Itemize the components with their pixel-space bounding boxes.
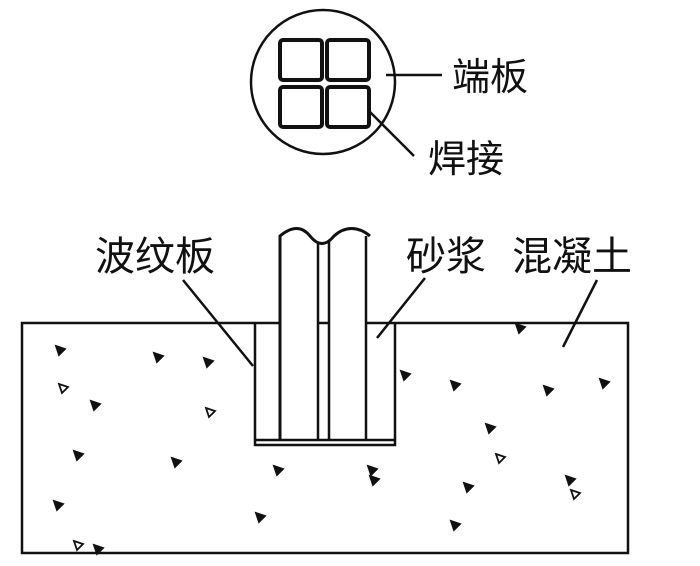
aggregate-mark	[152, 351, 165, 364]
tube-section	[325, 38, 371, 82]
mortar-leader	[376, 277, 426, 339]
aggregate-mark	[399, 369, 412, 382]
mortar-label: 砂浆	[406, 234, 486, 280]
aggregate-mark	[54, 344, 67, 357]
aggregate-mark	[494, 452, 507, 465]
concrete-label: 混凝土	[512, 234, 632, 280]
corrugated-plate-label: 波纹板	[95, 234, 215, 280]
aggregate-mark	[72, 449, 85, 462]
aggregate-mark	[542, 384, 555, 397]
aggregate-mark	[462, 481, 475, 494]
detail-circle	[249, 8, 397, 156]
aggregate-mark	[204, 406, 217, 419]
welding-label: 焊接	[428, 137, 504, 181]
end-plate-label: 端板	[452, 55, 528, 99]
aggregate-mark	[72, 539, 85, 552]
aggregate-mark	[170, 456, 183, 469]
aggregate-marks	[52, 322, 611, 556]
aggregate-mark	[449, 519, 462, 532]
aggregate-mark	[202, 356, 215, 369]
aggregate-mark	[92, 543, 105, 556]
concrete-block	[20, 227, 630, 555]
tube-section	[278, 38, 324, 82]
welding-leader	[369, 111, 415, 157]
aggregate-mark	[449, 379, 462, 392]
aggregate-mark	[564, 474, 577, 487]
aggregate-mark	[89, 399, 102, 412]
concrete-leader	[561, 279, 599, 348]
aggregate-mark	[254, 511, 267, 524]
aggregate-mark	[52, 499, 65, 512]
aggregate-mark	[57, 382, 70, 395]
section-detail	[249, 8, 442, 157]
aggregate-mark	[272, 464, 285, 477]
tube-wavy-break	[278, 227, 371, 440]
aggregate-mark	[598, 377, 611, 390]
aggregate-mark	[484, 422, 497, 435]
aggregate-mark	[366, 464, 379, 477]
concrete-outline	[20, 321, 630, 555]
aggregate-mark	[569, 488, 582, 501]
tube-section	[278, 85, 324, 129]
corrugated-plate-leader	[182, 279, 254, 367]
aggregate-mark	[368, 474, 381, 487]
tube-section	[325, 85, 371, 129]
aggregate-mark	[514, 322, 527, 335]
pocket-outline	[253, 323, 397, 447]
